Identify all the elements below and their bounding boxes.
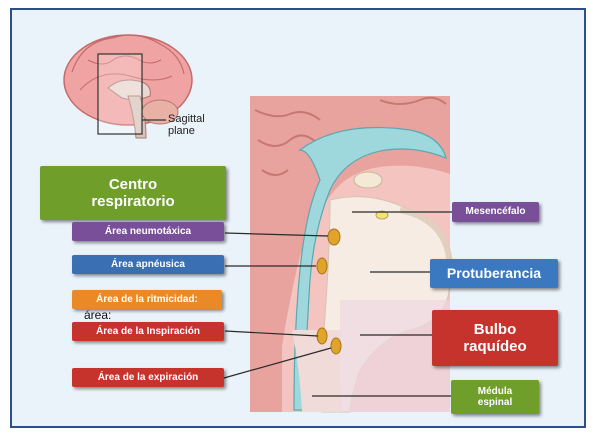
plane-label-line2: plane [168, 125, 205, 137]
ritmicidad-label: Área de la ritmicidad: [72, 290, 222, 309]
bulbo-line1: Bulbo [474, 321, 517, 338]
inspiracion-label: Área de la Inspiración [72, 322, 224, 341]
protuberancia-label: Protuberancia [430, 259, 558, 288]
centro-respiratorio-box: Centro respiratorio [40, 166, 226, 220]
sagittal-plane-label: Sagittal plane [168, 113, 205, 137]
medula-espinal-box: Médula espinal [451, 380, 539, 414]
centro-line1: Centro [109, 176, 157, 193]
brainstem-section [250, 96, 450, 412]
apneusica-label: Área apnéusica [72, 255, 224, 274]
plane-label-line1: Sagittal [168, 113, 205, 125]
medula-line1: Médula [478, 386, 512, 398]
area-word: área: [84, 308, 111, 322]
mesencefalo-label: Mesencéfalo [452, 202, 539, 222]
neumotaxica-label: Área neumotáxica [72, 222, 224, 241]
expiracion-label: Área de la expiración [72, 368, 224, 387]
bulbo-raquideo-box: Bulbo raquídeo [432, 310, 558, 366]
centro-line2: respiratorio [91, 193, 174, 210]
medula-line2: espinal [478, 397, 512, 409]
bulbo-line2: raquídeo [463, 338, 526, 355]
